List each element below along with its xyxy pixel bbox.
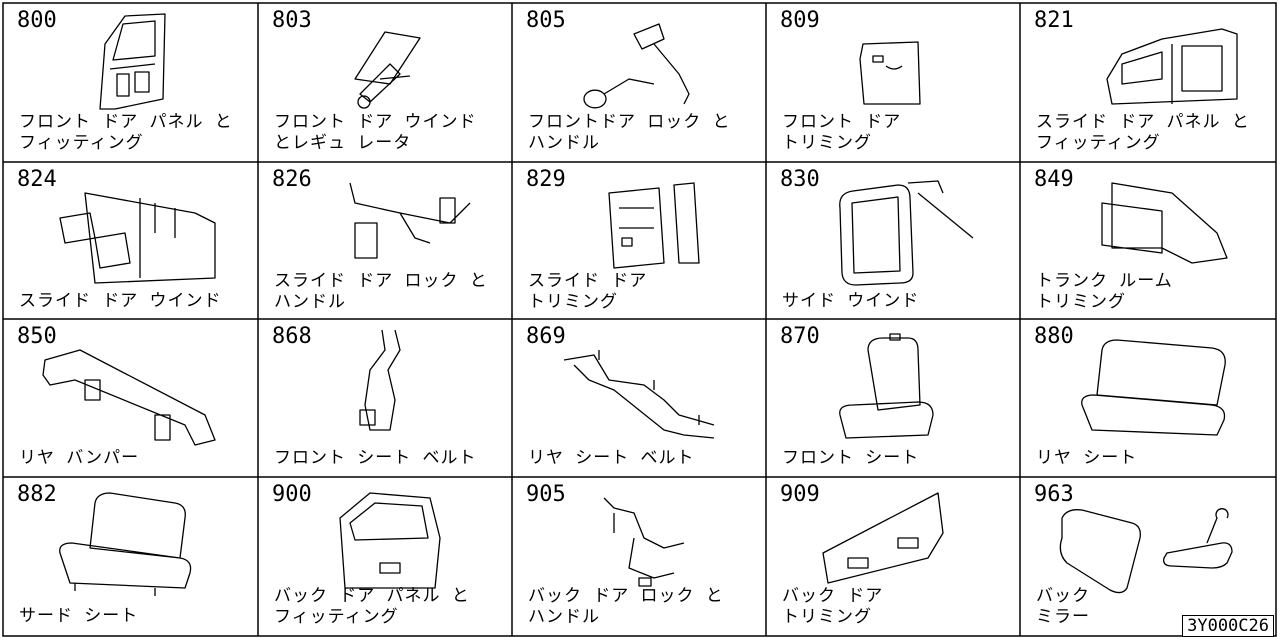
mirror-illustration xyxy=(1059,508,1233,594)
van-window-illustration xyxy=(59,192,216,284)
part-group-809[interactable]: 809 フロント ドア トリミング xyxy=(768,4,1022,161)
rear-seat-illustration xyxy=(1081,339,1226,436)
part-caption: フロント シート xyxy=(782,448,920,468)
part-code: 821 xyxy=(1034,8,1074,33)
lock-rod-illustration xyxy=(349,182,471,259)
part-code: 830 xyxy=(780,167,820,192)
part-caption: リヤ シート ベルト xyxy=(528,448,695,468)
part-code: 800 xyxy=(17,8,57,33)
seat-belt-illustration xyxy=(359,329,401,431)
part-caption: バック ドア パネル と フィッティング xyxy=(274,586,470,627)
part-code: 824 xyxy=(17,167,57,192)
part-group-963[interactable]: 963 バック ミラー xyxy=(1022,478,1276,635)
part-group-849[interactable]: 849 トランク ルーム トリミング xyxy=(1022,163,1276,320)
part-caption: フロントドア ロック と ハンドル xyxy=(528,112,731,153)
part-caption: フロント ドア ウインド とレギュ レータ xyxy=(274,112,477,153)
part-caption: フロント シート ベルト xyxy=(274,448,477,468)
part-group-829[interactable]: 829 スライド ドア トリミング xyxy=(514,163,768,320)
part-code: 909 xyxy=(780,482,820,507)
part-group-905[interactable]: 905 バック ドア ロック と ハンドル xyxy=(514,478,768,635)
part-code: 809 xyxy=(780,8,820,33)
part-code: 849 xyxy=(1034,167,1074,192)
part-group-869[interactable]: 869 リヤ シート ベルト xyxy=(514,320,768,477)
part-code: 805 xyxy=(526,8,566,33)
part-group-868[interactable]: 868 フロント シート ベルト xyxy=(260,320,514,477)
part-group-870[interactable]: 870 フロント シート xyxy=(768,320,1022,477)
part-group-880[interactable]: 880 リヤ シート xyxy=(1022,320,1276,477)
back-trim-illustration xyxy=(822,492,944,584)
part-caption: バック ドア トリミング xyxy=(782,586,884,627)
part-code: 880 xyxy=(1034,324,1074,349)
trunk-trim-illustration xyxy=(1101,182,1228,264)
window-regulator-illustration xyxy=(354,31,421,109)
back-lock-illustration xyxy=(603,497,685,587)
door-trim-illustration xyxy=(859,41,921,105)
part-caption: フロント ドア トリミング xyxy=(782,112,902,153)
part-group-850[interactable]: 850 リヤ バンパー xyxy=(5,320,259,477)
part-code: 905 xyxy=(526,482,566,507)
part-code: 900 xyxy=(272,482,312,507)
bumper-illustration xyxy=(42,349,216,446)
part-code: 868 xyxy=(272,324,312,349)
part-code: 963 xyxy=(1034,482,1074,507)
part-caption: バック ミラー xyxy=(1036,586,1090,627)
part-group-882[interactable]: 882 サード シート xyxy=(5,478,259,635)
part-caption: トランク ルーム トリミング xyxy=(1036,271,1173,312)
part-group-821[interactable]: 821 スライド ドア パネル と フィッティング xyxy=(1022,4,1276,161)
part-group-805[interactable]: 805 フロントドア ロック と ハンドル xyxy=(514,4,768,161)
third-seat-illustration xyxy=(59,492,192,596)
door-frame-illustration xyxy=(99,13,166,110)
part-caption: スライド ドア トリミング xyxy=(528,271,648,312)
part-group-900[interactable]: 900 バック ドア パネル と フィッティング xyxy=(260,478,514,635)
part-group-800[interactable]: 800 フロント ドア パネル と フィッティング xyxy=(5,4,259,161)
part-caption: スライド ドア ロック と ハンドル xyxy=(274,271,488,312)
part-group-830[interactable]: 830 サイド ウインド xyxy=(768,163,1022,320)
part-group-824[interactable]: 824 スライド ドア ウインド xyxy=(5,163,259,320)
part-code: 826 xyxy=(272,167,312,192)
van-side-illustration xyxy=(1106,28,1238,105)
part-code: 882 xyxy=(17,482,57,507)
part-code: 803 xyxy=(272,8,312,33)
front-seat-illustration xyxy=(839,333,934,439)
part-caption: フロント ドア パネル と フィッティング xyxy=(19,112,233,153)
part-group-826[interactable]: 826 スライド ドア ロック と ハンドル xyxy=(260,163,514,320)
part-caption: リヤ シート xyxy=(1036,448,1138,468)
part-caption: リヤ バンパー xyxy=(19,448,140,468)
part-caption: サイド ウインド xyxy=(782,291,920,311)
part-code: 829 xyxy=(526,167,566,192)
lock-handle-illustration xyxy=(583,23,690,109)
part-caption: バック ドア ロック と ハンドル xyxy=(528,586,724,627)
slide-trim-illustration xyxy=(608,182,700,269)
part-code: 850 xyxy=(17,324,57,349)
part-caption: スライド ドア パネル と フィッティング xyxy=(1036,112,1250,153)
part-group-909[interactable]: 909 バック ドア トリミング xyxy=(768,478,1022,635)
part-caption: スライド ドア ウインド xyxy=(19,291,222,311)
side-window-illustration xyxy=(839,180,974,286)
part-group-803[interactable]: 803 フロント ドア ウインド とレギュ レータ xyxy=(260,4,514,161)
reference-code: 3Y000C26 xyxy=(1182,615,1274,637)
back-door-illustration xyxy=(339,492,441,589)
part-code: 870 xyxy=(780,324,820,349)
rear-belt-illustration xyxy=(563,350,715,439)
part-code: 869 xyxy=(526,324,566,349)
part-caption: サード シート xyxy=(19,606,139,626)
